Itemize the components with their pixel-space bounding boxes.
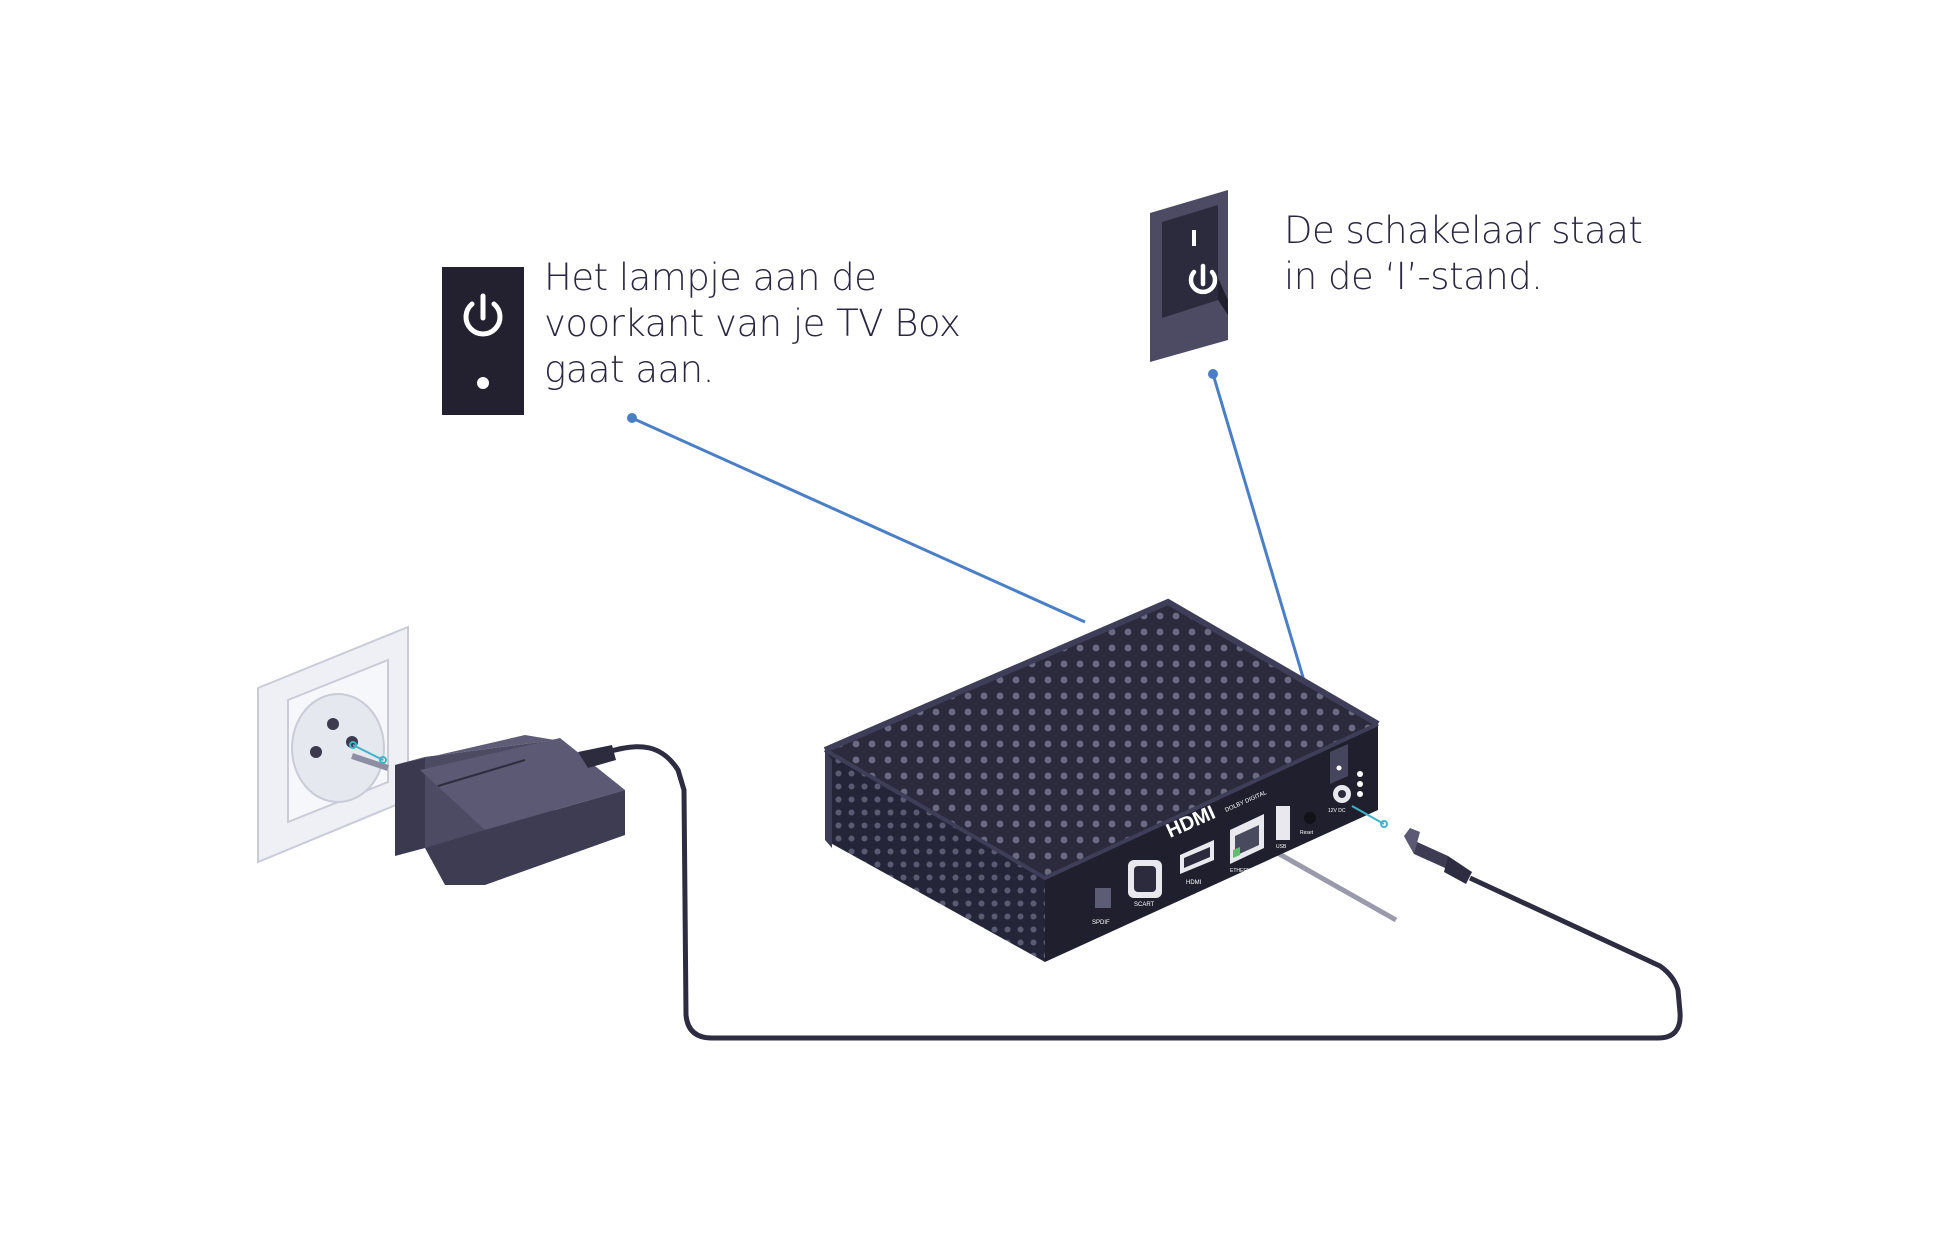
ethernet-cable: [1256, 839, 1398, 923]
ethernet-port: [1230, 814, 1264, 864]
scart-port: [1128, 860, 1162, 898]
power-icon: [463, 293, 503, 337]
reset-label: Reset: [1300, 830, 1314, 836]
led-callout-text: Het lampje aan de voorkant van je TV Box…: [544, 256, 961, 391]
usb-port: [1276, 806, 1290, 840]
ethernet-label: ETHERNET: [1230, 868, 1257, 874]
power-cable: [607, 744, 1683, 1041]
spdif-label: SPDIF: [1092, 920, 1110, 926]
status-dots: [1357, 771, 1363, 797]
connection-hints: [349, 741, 1388, 828]
led-callout-line: [627, 413, 1086, 624]
wall-socket-icon: [257, 625, 409, 864]
spdif-port: [1095, 888, 1111, 908]
power-adapter: [351, 735, 625, 885]
tv-box: HDMI DOLBY DIGITAL SPDIF SCART HDMI ETHE…: [823, 598, 1380, 962]
hdmi-label: HDMI: [1186, 880, 1202, 886]
rocker-switch-icon: [1150, 190, 1228, 362]
power-in-label: 12V DC: [1328, 808, 1346, 814]
dc-plug: [1404, 828, 1472, 884]
reset-button: [1304, 812, 1316, 824]
scart-label: SCART: [1134, 902, 1155, 908]
dc-in-port: [1333, 785, 1351, 803]
led-indicator-panel: [442, 267, 524, 415]
hdmi-port: [1180, 840, 1214, 874]
usb-label: USB: [1276, 844, 1287, 850]
power-switch-on-box: [1330, 744, 1348, 784]
led-dot-icon: [477, 377, 489, 389]
switch-callout-text: De schakelaar staat in de ‘I’-stand.: [1284, 209, 1643, 298]
